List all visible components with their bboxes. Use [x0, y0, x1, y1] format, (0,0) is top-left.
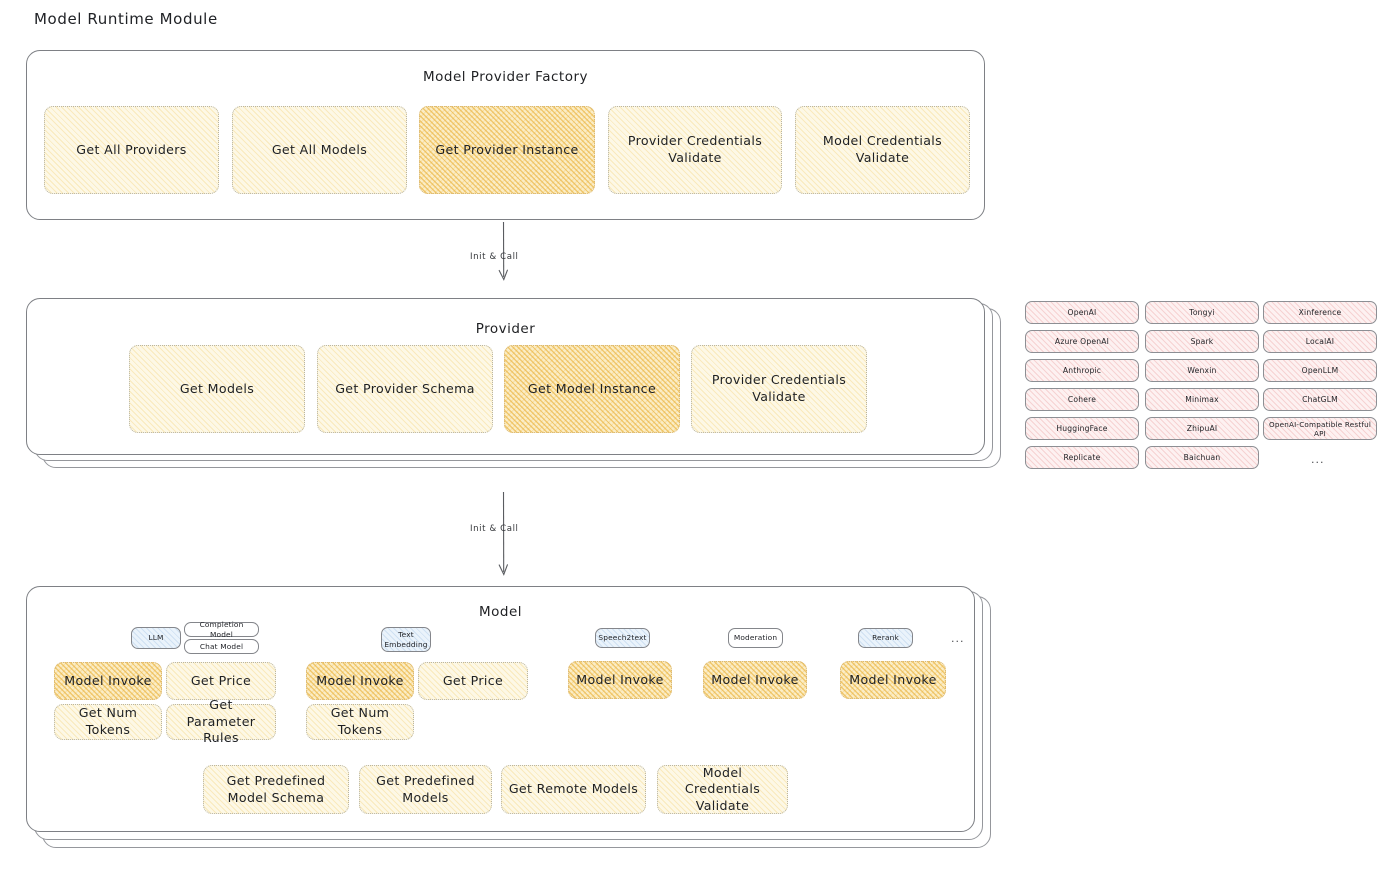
node-model-credentials-validate-3[interactable]: Model Credentials Validate: [657, 765, 788, 814]
node-get-predefined-models[interactable]: Get Predefined Models: [359, 765, 492, 814]
node-get-all-models[interactable]: Get All Models: [232, 106, 407, 194]
provider-pill-spark[interactable]: Spark: [1145, 330, 1259, 353]
provider-title: Provider: [475, 321, 536, 337]
node-moderation-model-invoke[interactable]: Model Invoke: [703, 661, 807, 699]
provider-list-more-ellipsis: ...: [1311, 453, 1325, 466]
model-type-badge-speech2text[interactable]: Speech2text: [595, 628, 650, 648]
node-text-embedding-get-price[interactable]: Get Price: [418, 662, 528, 700]
provider-pill-chatglm[interactable]: ChatGLM: [1263, 388, 1377, 411]
node-text-embedding-get-num-tokens[interactable]: Get Num Tokens: [306, 704, 414, 740]
model-types-more-ellipsis: ...: [951, 632, 965, 645]
node-provider-credentials-validate[interactable]: Provider Credentials Validate: [608, 106, 782, 194]
provider-pill-openai[interactable]: OpenAI: [1025, 301, 1139, 324]
provider-pill-replicate[interactable]: Replicate: [1025, 446, 1139, 469]
model-subtype-badge-completion-model[interactable]: Completion Model: [184, 620, 259, 639]
node-get-provider-instance[interactable]: Get Provider Instance: [419, 106, 595, 194]
provider-pill-openllm[interactable]: OpenLLM: [1263, 359, 1377, 382]
model-type-badge-moderation[interactable]: Moderation: [728, 628, 783, 648]
provider-pill-baichuan[interactable]: Baichuan: [1145, 446, 1259, 469]
provider-pill-openai-compatible-restful-api[interactable]: OpenAI-Compatible Restful API: [1263, 417, 1377, 440]
provider-pill-azure-openai[interactable]: Azure OpenAI: [1025, 330, 1139, 353]
node-text-embedding-model-invoke[interactable]: Model Invoke: [306, 662, 414, 700]
node-llm-get-num-tokens[interactable]: Get Num Tokens: [54, 704, 162, 740]
provider-pill-localai[interactable]: LocalAI: [1263, 330, 1377, 353]
node-get-all-providers[interactable]: Get All Providers: [44, 106, 219, 194]
node-get-provider-schema[interactable]: Get Provider Schema: [317, 345, 493, 433]
model-type-badge-text-embedding[interactable]: Text Embedding: [381, 627, 431, 652]
provider-pill-xinference[interactable]: Xinference: [1263, 301, 1377, 324]
connector-label-init-and-call-2: Init & Call: [470, 524, 519, 534]
node-speech2text-model-invoke[interactable]: Model Invoke: [568, 661, 672, 699]
connector-factory-to-provider: [495, 221, 515, 292]
node-llm-model-invoke[interactable]: Model Invoke: [54, 662, 162, 700]
provider-pill-cohere[interactable]: Cohere: [1025, 388, 1139, 411]
provider-pill-minimax[interactable]: Minimax: [1145, 388, 1259, 411]
model-type-badge-llm[interactable]: LLM: [131, 627, 181, 649]
provider-pill-huggingface[interactable]: HuggingFace: [1025, 417, 1139, 440]
model-subtype-badge-chat-model[interactable]: Chat Model: [184, 639, 259, 654]
provider-pill-anthropic[interactable]: Anthropic: [1025, 359, 1139, 382]
provider-pill-wenxin[interactable]: Wenxin: [1145, 359, 1259, 382]
connector-provider-to-model: [495, 491, 515, 587]
node-llm-get-price[interactable]: Get Price: [166, 662, 276, 700]
node-model-credentials-validate[interactable]: Model Credentials Validate: [795, 106, 970, 194]
provider-pill-zhipuai[interactable]: ZhipuAI: [1145, 417, 1259, 440]
node-get-models[interactable]: Get Models: [129, 345, 305, 433]
node-provider-credentials-validate-2[interactable]: Provider Credentials Validate: [691, 345, 867, 433]
node-get-model-instance[interactable]: Get Model Instance: [504, 345, 680, 433]
node-llm-get-parameter-rules[interactable]: Get Parameter Rules: [166, 697, 276, 745]
node-get-predefined-model-schema[interactable]: Get Predefined Model Schema: [203, 765, 349, 814]
node-rerank-model-invoke[interactable]: Model Invoke: [840, 661, 946, 699]
model-provider-factory-title: Model Provider Factory: [422, 69, 588, 85]
provider-pill-tongyi[interactable]: Tongyi: [1145, 301, 1259, 324]
node-get-remote-models[interactable]: Get Remote Models: [501, 765, 646, 814]
connector-label-init-and-call-1: Init & Call: [470, 252, 519, 262]
page-title: Model Runtime Module: [34, 10, 218, 28]
model-type-badge-rerank[interactable]: Rerank: [858, 628, 913, 648]
model-title: Model: [478, 604, 523, 620]
